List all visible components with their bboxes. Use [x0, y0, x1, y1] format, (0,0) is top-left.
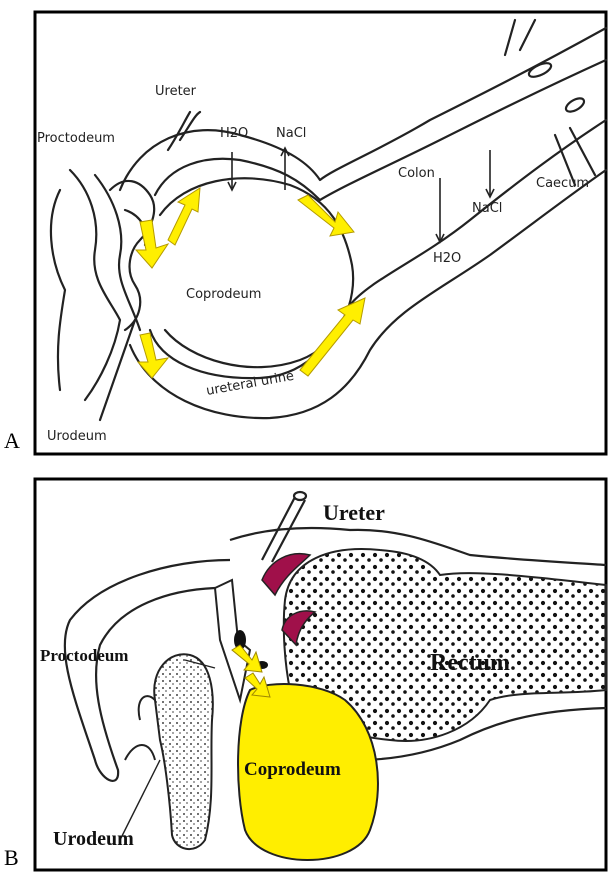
label-colon: Colon [398, 166, 435, 181]
panel-b: Ureter Proctodeum Rectum Coprodeum Urode… [35, 479, 606, 870]
label-urodeum-a: Urodeum [47, 429, 107, 444]
label-caecum: Caecum [536, 176, 589, 191]
label-coprodeum-a: Coprodeum [186, 287, 261, 302]
label-urodeum-b: Urodeum [53, 828, 134, 850]
label-proctodeum-b: Proctodeum [40, 646, 128, 665]
label-nacl-right: NaCl [472, 201, 502, 216]
label-h2o-right: H2O [433, 251, 461, 266]
label-proctodeum-a: Proctodeum [37, 131, 115, 146]
label-ureter-a: Ureter [155, 84, 197, 99]
label-coprodeum-b: Coprodeum [244, 759, 341, 780]
label-h2o-top: H2O [220, 126, 248, 141]
label-rectum: Rectum [430, 650, 510, 676]
panel-a: Ureter Proctodeum H2O NaCl Colon Caecum … [35, 12, 606, 454]
label-ureter-b: Ureter [323, 500, 385, 525]
label-nacl-top: NaCl [276, 126, 306, 141]
